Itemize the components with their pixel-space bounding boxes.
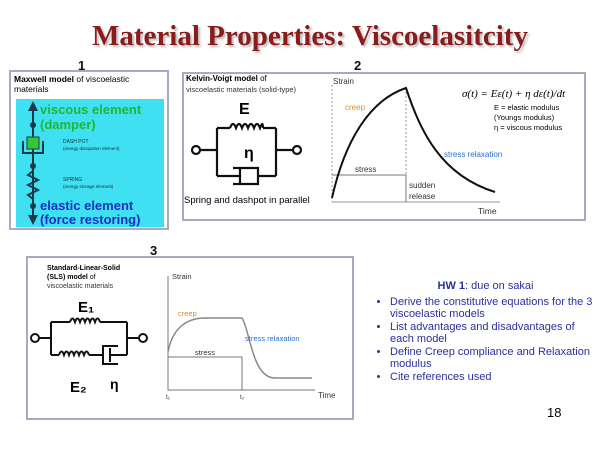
maxwell-diagram-bg: viscous element (damper) DASH POT (energ… xyxy=(16,99,164,227)
creep-label: creep xyxy=(345,103,366,112)
heading-rest: : due on sakai xyxy=(465,280,534,292)
panel-2-number: 2 xyxy=(354,58,362,73)
elastic-label: elastic element xyxy=(40,198,134,213)
dashpot-icon xyxy=(22,141,44,154)
legend-line: η = viscous modulus xyxy=(494,123,562,132)
strain-curve xyxy=(331,86,496,199)
E1-label: E₁ xyxy=(78,299,94,316)
strain-label: Strain xyxy=(172,272,192,281)
homework-item: Cite references used xyxy=(390,371,593,384)
kelvin-voigt-panel xyxy=(182,72,586,221)
heading-rest: of xyxy=(258,74,268,83)
eta-label: η xyxy=(244,145,254,162)
spring-icon xyxy=(25,170,41,200)
dashpot-sub: (energy dissipation element) xyxy=(63,146,120,151)
spring-icon xyxy=(58,350,90,358)
relaxation-label: stress relaxation xyxy=(444,150,502,159)
panel-3-number: 3 xyxy=(150,243,158,258)
svg-text:(SLS) model of: (SLS) model of xyxy=(47,274,96,281)
sudden-label: sudden xyxy=(409,181,435,190)
page-number: 18 xyxy=(547,405,562,420)
heading-bold: Kelvin-Voigt model xyxy=(186,74,258,83)
homework-item: List advantages and disadvantages of eac… xyxy=(390,321,593,346)
homework-list: Derive the constitutive equations for th… xyxy=(378,296,593,384)
heading-2: viscoelastic materials (solid-type) xyxy=(186,85,297,94)
homework-item: Define Creep compliance and Relaxation m… xyxy=(390,346,593,371)
elastic-label-2: (force restoring) xyxy=(40,212,140,227)
sls-panel xyxy=(26,256,354,420)
maxwell-diagram: viscous element (damper) DASH POT (energ… xyxy=(22,101,142,227)
legend-line: E = elastic modulus xyxy=(494,103,559,112)
relaxation-label: stress relaxation xyxy=(245,334,300,343)
spring-icon xyxy=(69,317,101,325)
heading-bold: HW 1 xyxy=(437,280,466,292)
heading-3: viscoelastic materials xyxy=(47,283,114,290)
panel-1-number: 1 xyxy=(78,58,86,73)
legend-line: (Youngs modulus) xyxy=(494,113,555,122)
svg-text:Kelvin-Voigt model of: Kelvin-Voigt model of xyxy=(186,74,268,83)
time-label: Time xyxy=(318,391,336,400)
t1-label: t₁ xyxy=(166,394,171,401)
heading-bold: Maxwell model xyxy=(14,74,74,84)
homework-heading: HW 1: due on sakai xyxy=(378,280,593,293)
strain-label: Strain xyxy=(333,77,354,86)
dashpot-icon xyxy=(102,345,127,365)
dashpot-icon xyxy=(217,166,276,186)
caption: Spring and dashpot in parallel xyxy=(184,195,310,206)
heading-rest: of viscoelastic materials xyxy=(14,74,130,94)
heading-rest: of xyxy=(88,274,96,281)
homework-block: HW 1: due on sakai Derive the constituti… xyxy=(378,280,593,383)
maxwell-panel: Maxwell model of viscoelastic materials … xyxy=(9,70,169,230)
t2-label: t₂ xyxy=(240,394,245,401)
equation: σ(t) = Eε(t) + η dε(t)/dt xyxy=(462,88,566,100)
maxwell-heading: Maxwell model of viscoelastic materials xyxy=(11,72,167,96)
eta-label: η xyxy=(110,376,119,392)
release-label: release xyxy=(409,192,436,201)
spring-icon xyxy=(228,122,265,132)
spring-label: SPRING xyxy=(63,177,82,183)
E2-label: E₂ xyxy=(70,379,87,396)
viscous-label-2: (damper) xyxy=(40,117,96,132)
arrow-up-icon xyxy=(28,101,38,111)
stress-label: stress xyxy=(195,348,215,357)
heading-bold: (SLS) model xyxy=(47,274,88,281)
spring-sub: (energy storage element) xyxy=(63,184,114,189)
dashpot-label: DASH POT xyxy=(63,139,89,145)
arrow-down-icon xyxy=(28,215,38,225)
stress-label: stress xyxy=(355,165,376,174)
strain-curve xyxy=(167,317,312,379)
slide-title: Material Properties: Viscoelasitcity xyxy=(92,20,528,52)
time-label: Time xyxy=(478,206,497,216)
creep-label: creep xyxy=(178,309,197,318)
homework-item: Derive the constitutive equations for th… xyxy=(390,296,593,321)
heading-1: Standard-Linear-Solid xyxy=(47,265,120,272)
E-label: E xyxy=(239,101,250,118)
viscous-label: viscous element xyxy=(40,102,142,117)
